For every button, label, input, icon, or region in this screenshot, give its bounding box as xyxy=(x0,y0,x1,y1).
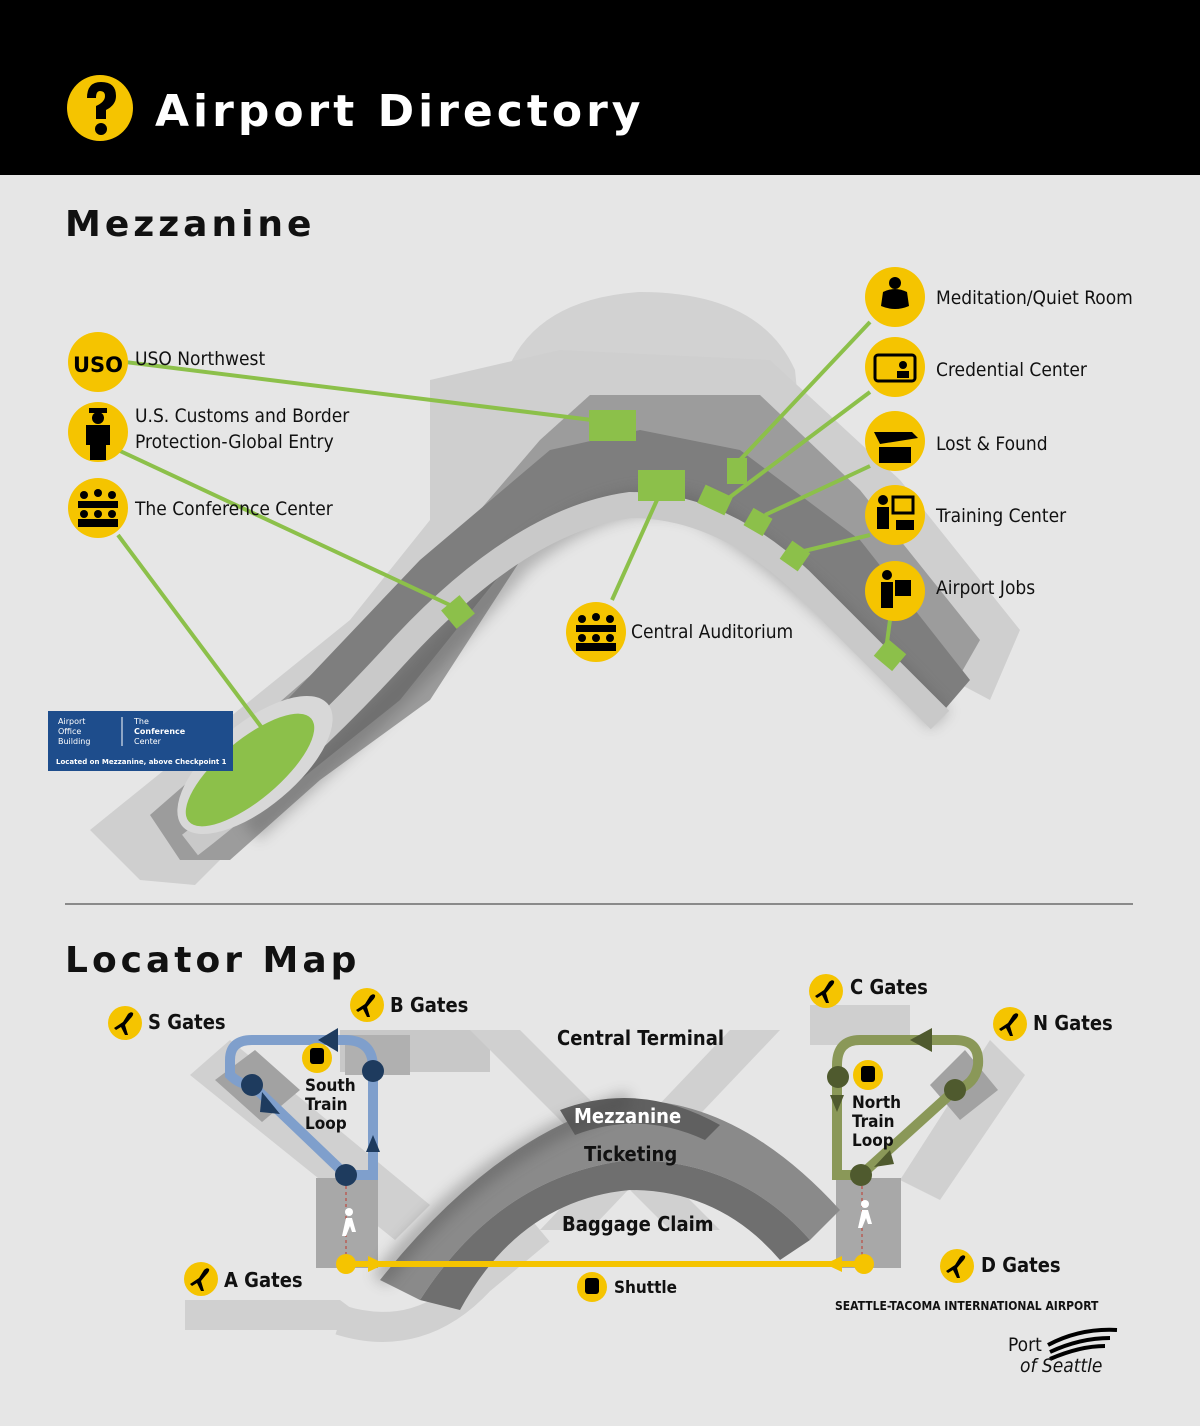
plane-icon-n-gates xyxy=(993,1007,1027,1041)
page-title: Airport Directory xyxy=(155,86,645,137)
meditation-icon xyxy=(865,267,925,327)
svg-text:The: The xyxy=(133,717,149,726)
plane-icon-d-gates xyxy=(940,1249,974,1283)
label-airport-jobs: Airport Jobs xyxy=(936,577,1036,599)
svg-text:Building: Building xyxy=(58,737,90,746)
port-logo-line2: of Seattle xyxy=(1020,1355,1103,1377)
label-lost-found: Lost & Found xyxy=(936,433,1048,455)
north-loop-line3: Loop xyxy=(852,1131,894,1151)
locator-heading: Locator Map xyxy=(65,940,361,981)
credential-card-icon xyxy=(865,337,925,397)
label-training-center: Training Center xyxy=(936,505,1067,527)
central-auditorium-icon xyxy=(566,602,626,662)
header-bar xyxy=(0,0,1200,175)
label-credential-center: Credential Center xyxy=(936,359,1087,381)
label-south-train-loop: South Train Loop xyxy=(305,1077,356,1134)
conference-icon xyxy=(68,478,128,538)
walking-person-icon xyxy=(342,1208,356,1236)
label-conference-center: The Conference Center xyxy=(135,498,333,520)
conference-sign: Airport Office Building The Conference C… xyxy=(48,711,233,771)
lost-found-icon xyxy=(865,411,925,471)
shuttle-line xyxy=(336,1254,874,1302)
customs-officer-icon xyxy=(68,402,128,462)
north-loop-line2: Train xyxy=(852,1112,895,1132)
port-logo-text: Port of Seattle xyxy=(1008,1335,1102,1377)
label-ticketing: Ticketing xyxy=(584,1142,678,1166)
label-central-auditorium: Central Auditorium xyxy=(631,621,794,643)
label-meditation: Meditation/Quiet Room xyxy=(936,287,1133,309)
svg-text:Office: Office xyxy=(58,727,81,736)
port-logo-line1: Port xyxy=(1008,1334,1042,1356)
label-n-gates: N Gates xyxy=(1033,1011,1113,1035)
label-c-gates: C Gates xyxy=(850,975,928,999)
plane-icon-a-gates xyxy=(184,1262,218,1296)
label-d-gates: D Gates xyxy=(981,1253,1061,1277)
airport-name: SEATTLE-TACOMA INTERNATIONAL AIRPORT xyxy=(835,1299,1099,1313)
svg-text:Airport: Airport xyxy=(58,717,85,726)
north-train-loop xyxy=(827,1028,984,1262)
label-north-train-loop: North Train Loop xyxy=(852,1094,901,1151)
svg-text:USO: USO xyxy=(73,353,123,377)
uso-icon: USO xyxy=(68,332,128,392)
label-a-gates: A Gates xyxy=(224,1268,303,1292)
south-loop-line2: Train xyxy=(305,1095,348,1115)
walking-person-icon xyxy=(858,1200,872,1228)
label-baggage-claim: Baggage Claim xyxy=(562,1212,714,1236)
help-question-icon xyxy=(67,75,133,141)
training-icon xyxy=(865,485,925,545)
label-b-gates: B Gates xyxy=(390,993,469,1017)
label-uso-northwest: USO Northwest xyxy=(135,348,266,370)
north-loop-line1: North xyxy=(852,1093,902,1113)
svg-text:Located on Mezzanine, above Ch: Located on Mezzanine, above Checkpoint 1 xyxy=(56,758,227,766)
plane-icon-s-gates xyxy=(108,1006,142,1040)
south-loop-line1: South xyxy=(305,1076,356,1096)
south-loop-line3: Loop xyxy=(305,1114,347,1134)
plane-icon-c-gates xyxy=(809,974,843,1008)
plane-icon-b-gates xyxy=(350,988,384,1022)
south-train-loop xyxy=(225,1028,384,1262)
svg-text:Conference: Conference xyxy=(134,727,186,736)
label-customs-line2: Protection-Global Entry xyxy=(135,431,334,453)
label-s-gates: S Gates xyxy=(148,1010,226,1034)
leader-lines xyxy=(116,320,892,730)
label-customs: U.S. Customs and Border xyxy=(135,405,350,427)
label-central-terminal: Central Terminal xyxy=(557,1026,724,1050)
jobs-icon xyxy=(865,561,925,621)
port-of-seattle-logo xyxy=(1047,1327,1118,1361)
label-mezzanine-level: Mezzanine xyxy=(574,1104,682,1128)
mezzanine-heading: Mezzanine xyxy=(65,204,316,245)
label-shuttle: Shuttle xyxy=(614,1278,678,1298)
svg-text:Center: Center xyxy=(134,737,162,746)
